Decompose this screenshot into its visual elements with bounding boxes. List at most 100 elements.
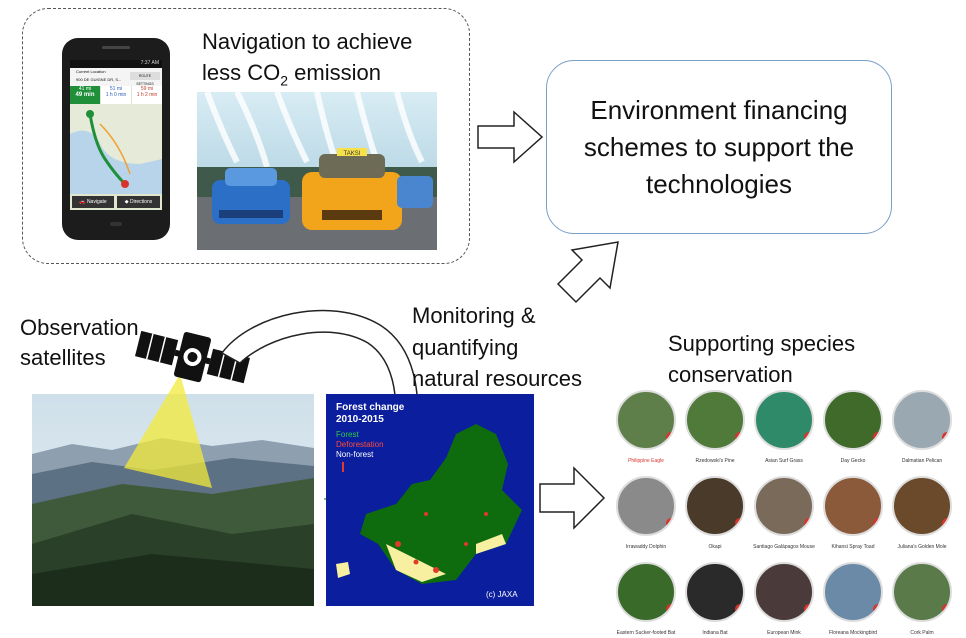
- forest-mountain-photo: [32, 394, 314, 606]
- status-badge-icon: [735, 604, 743, 614]
- map-title-line1: Forest change: [336, 402, 405, 413]
- navigation-title-line1: Navigation to achieve: [202, 29, 413, 54]
- species-name[interactable]: Irrawaddy Dolphin: [625, 544, 667, 550]
- status-badge-icon: [873, 518, 881, 528]
- status-badge-icon: [666, 432, 674, 442]
- legend-forest: Forest: [336, 430, 359, 439]
- species-name[interactable]: Okapi: [708, 544, 722, 550]
- species-name[interactable]: European Mink: [767, 630, 801, 636]
- monitoring-label-line3: natural resources: [412, 366, 582, 391]
- directions-label: Directions: [130, 199, 153, 205]
- species-name[interactable]: Floreana Mockingbird: [828, 630, 878, 636]
- species-name[interactable]: Eastern Sucker-footed Bat: [616, 630, 676, 636]
- status-badge-icon: [804, 432, 812, 442]
- arrow-right-to-species: [539, 466, 606, 530]
- status-badge-icon: [735, 518, 743, 528]
- route-1-time: 49 min: [75, 92, 95, 98]
- status-badge-icon: [666, 604, 674, 614]
- species-photo[interactable]: [823, 562, 883, 622]
- species-name[interactable]: Santiago Galápagos Mouse: [753, 544, 815, 550]
- species-grid: Philippine Eagle Rzedowski's Pine Asian Su…: [606, 386, 962, 636]
- smartphone-image: 7:37 AM Current Location 900 DE GUIGNE D…: [62, 38, 170, 240]
- satellite-beam: [124, 374, 212, 488]
- species-label-line1: Supporting species: [668, 331, 856, 356]
- arrow-up-to-financing: [556, 241, 619, 304]
- financing-text: Environment financing schemes to support…: [583, 94, 855, 199]
- monitoring-label-line1: Monitoring &: [412, 303, 536, 328]
- species-name[interactable]: Indiana Bat: [702, 630, 728, 636]
- monitoring-label-line2: quantifying: [412, 335, 519, 360]
- navigation-title-line2: less CO2 emission: [202, 60, 381, 89]
- legend-nonforest: Non-forest: [336, 450, 374, 459]
- phone-speaker: [102, 46, 130, 49]
- status-badge-icon: [735, 432, 743, 442]
- species-name[interactable]: Juliana's Golden Mole: [897, 544, 947, 550]
- route-2-distance: 51 mi: [109, 86, 123, 92]
- route-3-distance: 59 mi: [140, 86, 154, 92]
- species-photo[interactable]: [754, 476, 814, 536]
- species-name[interactable]: Philippine Eagle: [628, 458, 664, 464]
- to-location: 900 DE GUIGNE DR, S...: [76, 77, 122, 82]
- species-photo[interactable]: [616, 476, 676, 536]
- directions-icon: ◆: [124, 199, 130, 205]
- phone-screen: 7:37 AM Current Location 900 DE GUIGNE D…: [70, 60, 162, 210]
- status-badge-icon: [873, 432, 881, 442]
- arrow-right-to-financing: [477, 110, 544, 164]
- navigate-button[interactable]: 🚗 Navigate: [72, 196, 114, 208]
- status-badge-icon: [942, 604, 950, 614]
- map-title-line2: 2010-2015: [336, 414, 384, 425]
- status-badge-icon: [804, 518, 812, 528]
- species-photo[interactable]: [892, 476, 952, 536]
- taxi-street-photo: TAKSI: [197, 92, 437, 250]
- species-photo[interactable]: [685, 390, 745, 450]
- route-2-time: 1 h 0 min: [105, 92, 127, 98]
- status-badge-icon: [942, 432, 950, 442]
- start-marker-icon: [86, 110, 94, 118]
- status-badge-icon: [873, 604, 881, 614]
- map-credit: (c) JAXA: [486, 590, 518, 599]
- route-settings-button[interactable]: ROUTE SETTINGS: [130, 72, 160, 86]
- home-button: [110, 222, 122, 226]
- car-icon: 🚗: [79, 199, 87, 205]
- species-photo[interactable]: [754, 390, 814, 450]
- species-photo[interactable]: [616, 562, 676, 622]
- status-badge-icon: [942, 518, 950, 528]
- legend-deforestation: Deforestation: [336, 440, 384, 449]
- species-photo[interactable]: [754, 562, 814, 622]
- navigate-label: Navigate: [86, 199, 107, 205]
- species-photo[interactable]: [892, 562, 952, 622]
- route-option-1[interactable]: 41 mi 49 min: [70, 86, 100, 104]
- status-bar: 7:37 AM: [70, 60, 162, 68]
- route-3-time: 1 h 2 min: [136, 92, 158, 98]
- from-location: Current Location: [76, 69, 106, 74]
- species-name[interactable]: Rzedowski's Pine: [695, 458, 735, 464]
- species-photo[interactable]: [685, 476, 745, 536]
- species-photo[interactable]: [892, 390, 952, 450]
- route-map: [70, 104, 162, 194]
- navigation-group: [22, 8, 470, 264]
- species-label-line2: conservation: [668, 362, 793, 387]
- yellow-taxi: TAKSI: [302, 148, 402, 230]
- species-name[interactable]: Asian Surf Grass: [765, 458, 803, 464]
- species-name[interactable]: Kihansi Spray Toad: [831, 544, 875, 550]
- species-photo[interactable]: [685, 562, 745, 622]
- north-arrow-icon: [342, 462, 344, 472]
- end-marker-icon: [121, 180, 129, 188]
- directions-button[interactable]: ◆ Directions: [117, 196, 160, 208]
- financing-box: Environment financing schemes to support…: [546, 60, 892, 234]
- route-1-distance: 41 mi: [78, 86, 92, 92]
- species-name[interactable]: Cork Palm: [910, 630, 934, 636]
- route-option-3[interactable]: 59 mi 1 h 2 min: [132, 86, 162, 104]
- blue-taxi: [212, 168, 290, 224]
- species-name[interactable]: Day Gecko: [840, 458, 866, 464]
- species-name[interactable]: Dalmatian Pelican: [901, 458, 943, 464]
- forest-change-map: Forest change 2010-2015 Forest Deforesta…: [326, 394, 534, 606]
- species-photo[interactable]: [823, 390, 883, 450]
- species-photo[interactable]: [823, 476, 883, 536]
- status-badge-icon: [804, 604, 812, 614]
- observation-label-line2: satellites: [20, 345, 106, 370]
- species-photo[interactable]: [616, 390, 676, 450]
- observation-label-line1: Observation: [20, 315, 139, 340]
- status-badge-icon: [666, 518, 674, 528]
- route-option-2[interactable]: 51 mi 1 h 0 min: [101, 86, 131, 104]
